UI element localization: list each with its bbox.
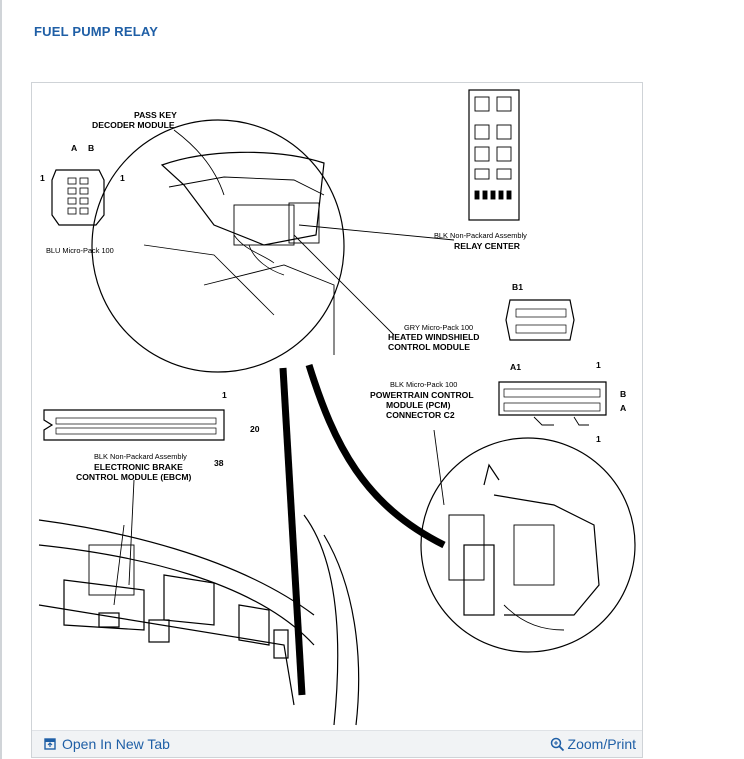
pcm-connector-pins: [503, 388, 601, 412]
blu-connector-pins: [67, 177, 89, 215]
label-pass-key-2: DECODER MODULE: [92, 120, 175, 130]
label-pin-a: A: [71, 143, 77, 153]
zoom-print-link[interactable]: Zoom/Print: [550, 736, 636, 752]
label-b1: B1: [512, 282, 523, 292]
zoom-icon: [550, 737, 564, 751]
page-edge: [0, 0, 2, 759]
label-heated-1: HEATED WINDSHIELD: [388, 332, 480, 342]
open-new-tab-link[interactable]: Open In New Tab: [44, 736, 170, 752]
label-pass-key-1: PASS KEY: [134, 110, 177, 120]
label-pcm-3: CONNECTOR C2: [386, 410, 455, 420]
label-pcm-pin-1-bottom: 1: [596, 434, 601, 444]
label-blu-connector: BLU Micro-Pack 100: [46, 246, 114, 255]
label-pcm-pin-b: B: [620, 389, 626, 399]
label-ebcm-sub: BLK Non-Packard Assembly: [94, 452, 187, 461]
label-ebcm-1: ELECTRONIC BRAKE: [94, 462, 183, 472]
gry-connector-pins: [515, 308, 567, 334]
diagram-figure: PASS KEY DECODER MODULE A B 1 1 BLU Micr…: [31, 82, 643, 758]
zoom-print-label: Zoom/Print: [567, 736, 636, 752]
label-relay-sub: BLK Non-Packard Assembly: [434, 231, 527, 240]
label-ebcm-pin-20: 20: [250, 424, 260, 434]
label-pcm-sub: BLK Micro-Pack 100: [390, 380, 457, 389]
label-ebcm-2: CONTROL MODULE (EBCM): [76, 472, 192, 482]
label-blu-pin-1-right: 1: [120, 173, 125, 183]
label-pcm-pin-1-top: 1: [596, 360, 601, 370]
label-pcm-2: MODULE (PCM): [386, 400, 451, 410]
label-a1: A1: [510, 362, 521, 372]
label-ebcm-pin-1: 1: [222, 390, 227, 400]
wiring-diagram: PASS KEY DECODER MODULE A B 1 1 BLU Micr…: [38, 89, 636, 726]
label-pcm-1: POWERTRAIN CONTROL: [370, 390, 474, 400]
label-blu-pin-1-left: 1: [40, 173, 45, 183]
label-ebcm-pin-38: 38: [214, 458, 224, 468]
open-new-tab-label: Open In New Tab: [62, 736, 170, 752]
ebcm-connector-pins: [55, 417, 217, 435]
open-new-tab-icon: [44, 738, 56, 750]
relay-center-cells: [474, 96, 512, 200]
figure-footer: Open In New Tab Zoom/Print: [32, 730, 642, 757]
label-heated-2: CONTROL MODULE: [388, 342, 470, 352]
page-title: FUEL PUMP RELAY: [34, 24, 159, 39]
label-relay-center: RELAY CENTER: [454, 241, 521, 251]
label-gry-connector: GRY Micro-Pack 100: [404, 323, 473, 332]
label-pcm-pin-a: A: [620, 403, 626, 413]
label-pin-b: B: [88, 143, 94, 153]
